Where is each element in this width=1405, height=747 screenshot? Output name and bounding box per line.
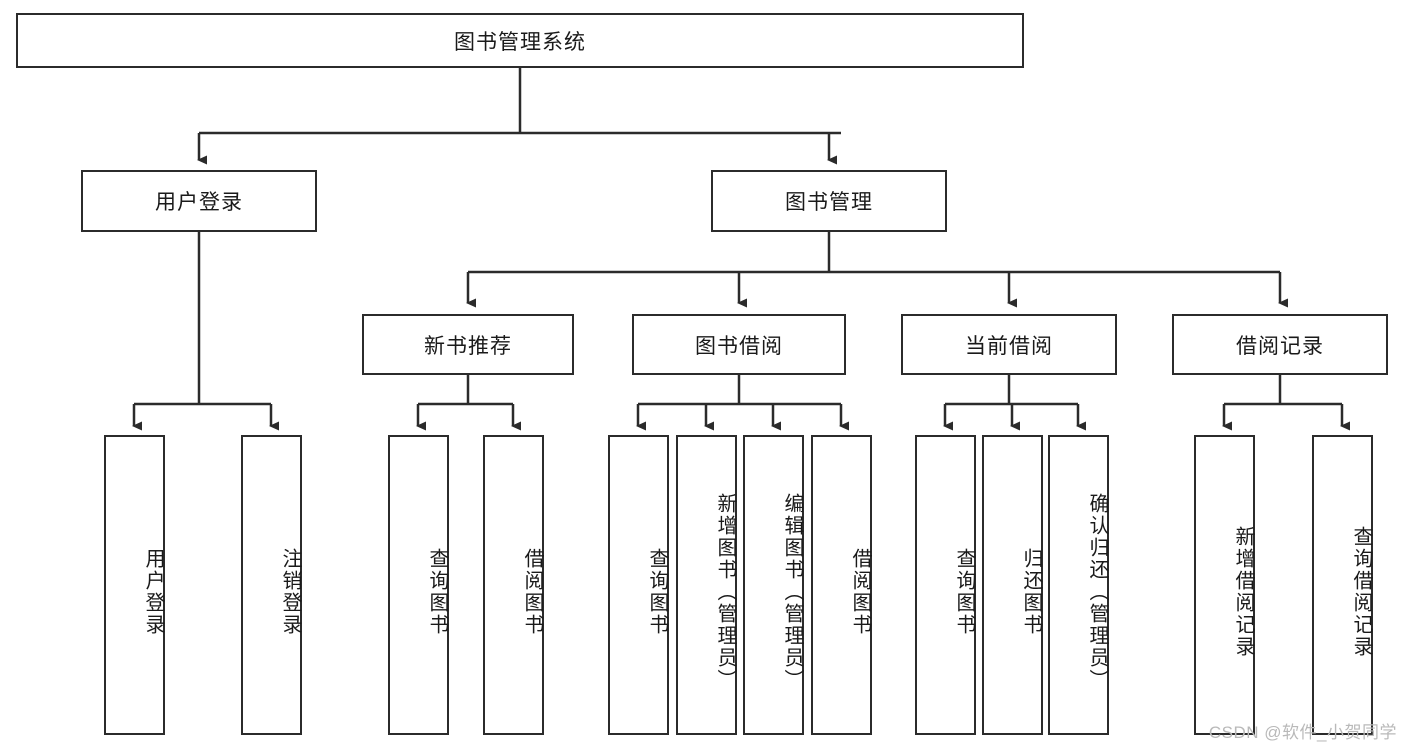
leaf-add-book[interactable]: 新增图书（管理员） <box>676 435 737 735</box>
node-book-borrow[interactable]: 图书借阅 <box>632 314 846 375</box>
node-borrow-record-label: 借阅记录 <box>1236 334 1324 358</box>
leaf-borrow-book-2[interactable]: 借阅图书 <box>811 435 872 735</box>
node-current-borrow[interactable]: 当前借阅 <box>901 314 1117 375</box>
node-current-borrow-label: 当前借阅 <box>965 334 1053 358</box>
leaf-add-record-label: 新增借阅记录 <box>1232 526 1254 658</box>
leaf-user-login-label: 用户登录 <box>142 548 164 636</box>
leaf-borrow-book-1-label: 借阅图书 <box>521 548 543 636</box>
leaf-edit-book-label: 编辑图书（管理员） <box>781 493 803 691</box>
node-root[interactable]: 图书管理系统 <box>16 13 1024 68</box>
leaf-query-book-3-label: 查询图书 <box>953 548 975 636</box>
csdn-watermark: CSDN @软件_小贺同学 <box>1208 723 1397 742</box>
leaf-edit-book[interactable]: 编辑图书（管理员） <box>743 435 804 735</box>
node-book-borrow-label: 图书借阅 <box>695 334 783 358</box>
leaf-query-book-3[interactable]: 查询图书 <box>915 435 976 735</box>
leaf-add-book-label: 新增图书（管理员） <box>714 493 736 691</box>
leaf-logout[interactable]: 注销登录 <box>241 435 302 735</box>
leaf-borrow-book-1[interactable]: 借阅图书 <box>483 435 544 735</box>
leaf-query-book-2-label: 查询图书 <box>646 548 668 636</box>
leaf-return-book-label: 归还图书 <box>1020 548 1042 636</box>
node-book-management-label: 图书管理 <box>785 191 873 214</box>
node-new-book-rec[interactable]: 新书推荐 <box>362 314 574 375</box>
leaf-confirm-return[interactable]: 确认归还（管理员） <box>1048 435 1109 735</box>
node-new-book-rec-label: 新书推荐 <box>424 334 512 358</box>
leaf-borrow-book-2-label: 借阅图书 <box>849 548 871 636</box>
leaf-user-login[interactable]: 用户登录 <box>104 435 165 735</box>
leaf-return-book[interactable]: 归还图书 <box>982 435 1043 735</box>
leaf-add-record[interactable]: 新增借阅记录 <box>1194 435 1255 735</box>
node-user-login-label: 用户登录 <box>155 191 243 214</box>
leaf-confirm-return-label: 确认归还（管理员） <box>1086 493 1108 691</box>
node-book-management[interactable]: 图书管理 <box>711 170 947 232</box>
node-user-login[interactable]: 用户登录 <box>81 170 317 232</box>
leaf-query-record[interactable]: 查询借阅记录 <box>1312 435 1373 735</box>
leaf-query-book-2[interactable]: 查询图书 <box>608 435 669 735</box>
leaf-query-book-1[interactable]: 查询图书 <box>388 435 449 735</box>
leaf-query-book-1-label: 查询图书 <box>426 548 448 636</box>
leaf-logout-label: 注销登录 <box>279 548 301 636</box>
node-borrow-record[interactable]: 借阅记录 <box>1172 314 1388 375</box>
leaf-query-record-label: 查询借阅记录 <box>1350 526 1372 658</box>
node-root-label: 图书管理系统 <box>454 30 586 54</box>
